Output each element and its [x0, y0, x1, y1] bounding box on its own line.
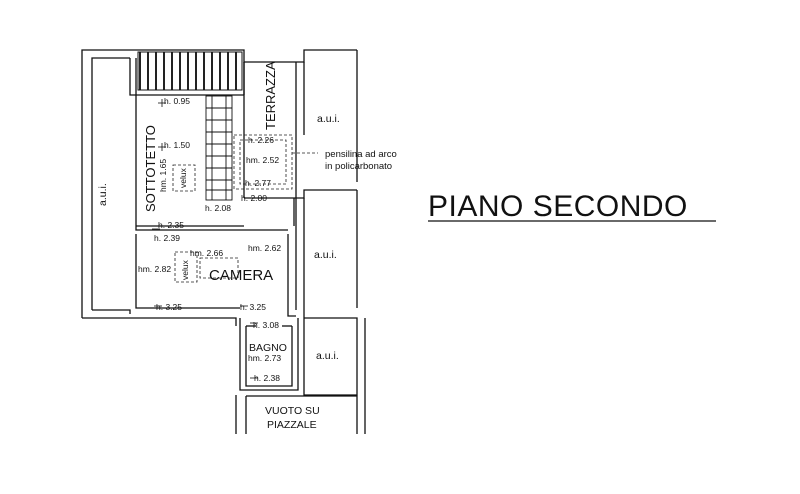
room-sottotetto: SOTTOTETTO — [143, 125, 158, 212]
height-h325a: h. 3.25 — [156, 302, 182, 312]
height-h277: h. 2.77 — [245, 178, 271, 188]
height-h308: h. 3.08 — [253, 320, 279, 330]
height-h238: h. 2.38 — [254, 373, 280, 383]
velux-label-1: velux — [178, 167, 188, 188]
height-h150: h. 1.50 — [164, 140, 190, 150]
height-hm282: hm. 2.82 — [138, 264, 171, 274]
room-vuoto-line2: PIAZZALE — [267, 419, 317, 431]
aui-left: a.u.i. — [97, 183, 109, 206]
height-h208: h. 2.08 — [205, 203, 231, 213]
pensilina-line2: in policarbonato — [325, 161, 392, 172]
height-h226: h. 2.26 — [248, 135, 274, 145]
height-h200: h. 2.00 — [241, 193, 267, 203]
room-camera: CAMERA — [209, 267, 273, 284]
aui-upper-right: a.u.i. — [317, 113, 340, 125]
pensilina-outline — [233, 134, 318, 190]
height-h235: h. 2.35 — [158, 220, 184, 230]
height-h325b: h. 3.25 — [240, 302, 266, 312]
height-h239: h. 2.39 — [154, 233, 180, 243]
height-hm262: hm. 2.62 — [248, 243, 281, 253]
staircase — [205, 95, 233, 201]
plan-title: PIANO SECONDO — [428, 190, 688, 223]
velux-outlines — [172, 164, 239, 283]
aui-lower-right: a.u.i. — [316, 350, 339, 362]
grating-hatch — [137, 51, 243, 91]
aui-middle-right: a.u.i. — [314, 249, 337, 261]
height-hm165: hm. 1.65 — [158, 159, 168, 192]
room-terrazza: TERRAZZA — [263, 61, 278, 130]
height-h095: h. 0.95 — [164, 96, 190, 106]
height-hm273: hm. 2.73 — [248, 353, 281, 363]
pensilina-line1: pensilina ad arco — [325, 149, 397, 160]
height-hm252: hm. 2.52 — [246, 155, 279, 165]
height-markers — [152, 99, 258, 379]
room-vuoto-line1: VUOTO SU — [265, 405, 320, 417]
room-bagno: BAGNO — [249, 342, 287, 354]
walls — [81, 49, 366, 434]
velux-label-2: velux — [180, 259, 190, 280]
height-hm266: hm. 2.66 — [190, 248, 223, 258]
